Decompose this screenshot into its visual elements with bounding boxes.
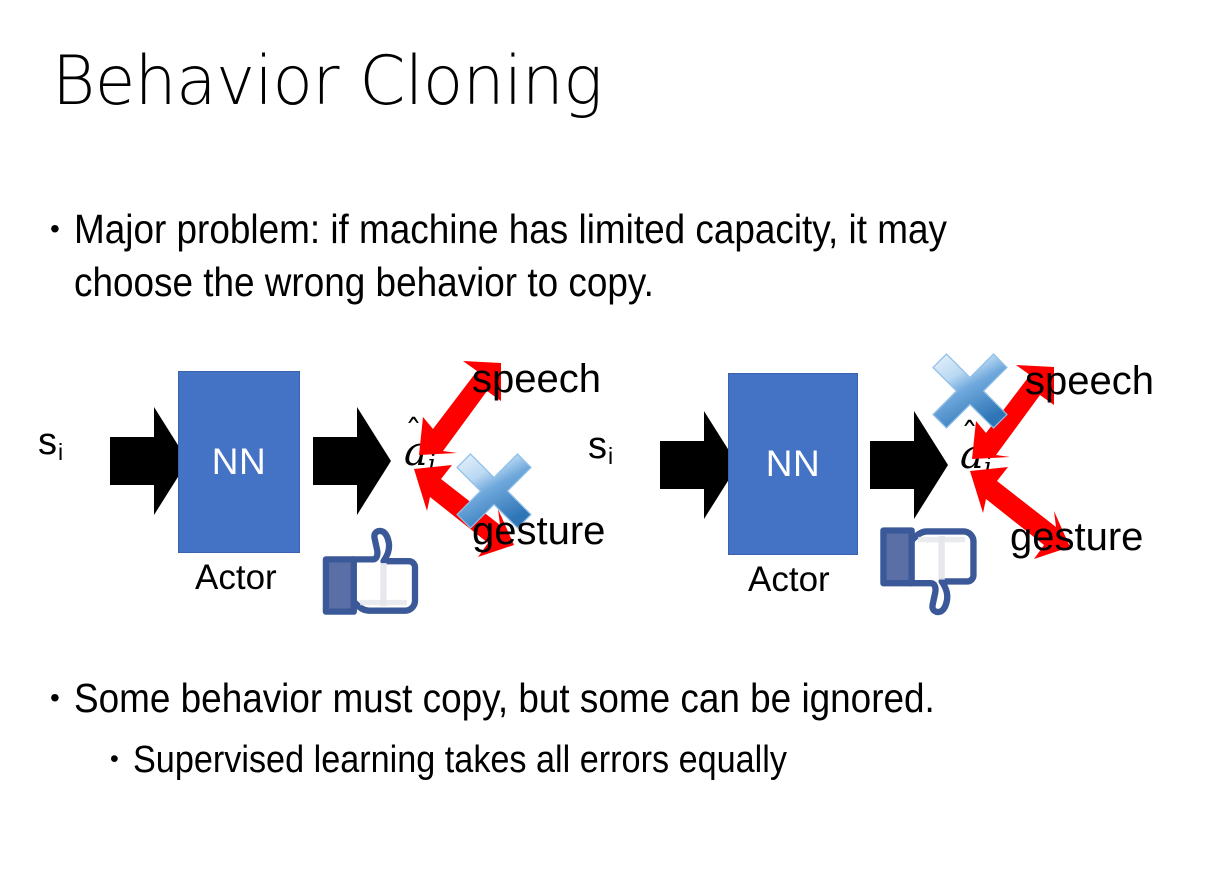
cross-out-icon-left (456, 453, 532, 529)
bullet-bottom-level1-text: Some behavior must copy, but some can be… (73, 675, 935, 721)
bullet-bottom-level2-text: Supervised learning takes all errors equ… (132, 739, 787, 781)
page-title: Behavior Cloning (52, 42, 603, 121)
thumbs-up-icon (322, 527, 419, 615)
bullet-top: • Major problem: if machine has limited … (50, 203, 1170, 310)
hat-accent-icon: ˆ (405, 413, 422, 453)
actor-caption-right: Actor (748, 560, 830, 599)
bullet-bottom-level1: • Some behavior must copy, but some can … (50, 672, 1180, 725)
branch-label-gesture-right: gesture (1010, 515, 1144, 559)
actor-caption-left: Actor (195, 558, 277, 597)
input-arrow-right (660, 411, 738, 519)
nn-box-label: NN (211, 441, 267, 482)
bullet-marker-icon: • (50, 213, 60, 244)
nn-box-left: NN (178, 371, 300, 553)
state-label-left: si (38, 421, 64, 465)
input-arrow-left (110, 407, 188, 515)
gesture-arrow-right (970, 467, 1070, 559)
branch-label-speech-left: speech (472, 357, 601, 401)
branch-label-speech-right: speech (1025, 359, 1154, 403)
bullet-marker-icon: • (110, 745, 119, 773)
output-arrow-right (870, 411, 948, 519)
speech-arrow-left (419, 361, 501, 455)
bullet-bottom-level2: • Supervised learning takes all errors e… (110, 736, 1190, 785)
thumbs-down-icon (880, 527, 977, 616)
nn-box-label: NN (765, 443, 821, 484)
speech-arrow-right (972, 365, 1054, 459)
state-label-right: si (588, 425, 614, 469)
bullet-marker-icon: • (50, 682, 60, 713)
bullet-top-text: Major problem: if machine has limited ca… (73, 206, 947, 306)
nn-box-right: NN (728, 373, 858, 555)
output-arrow-left (313, 407, 391, 515)
cross-out-icon-right (932, 353, 1008, 429)
branch-label-gesture-left: gesture (472, 509, 606, 553)
